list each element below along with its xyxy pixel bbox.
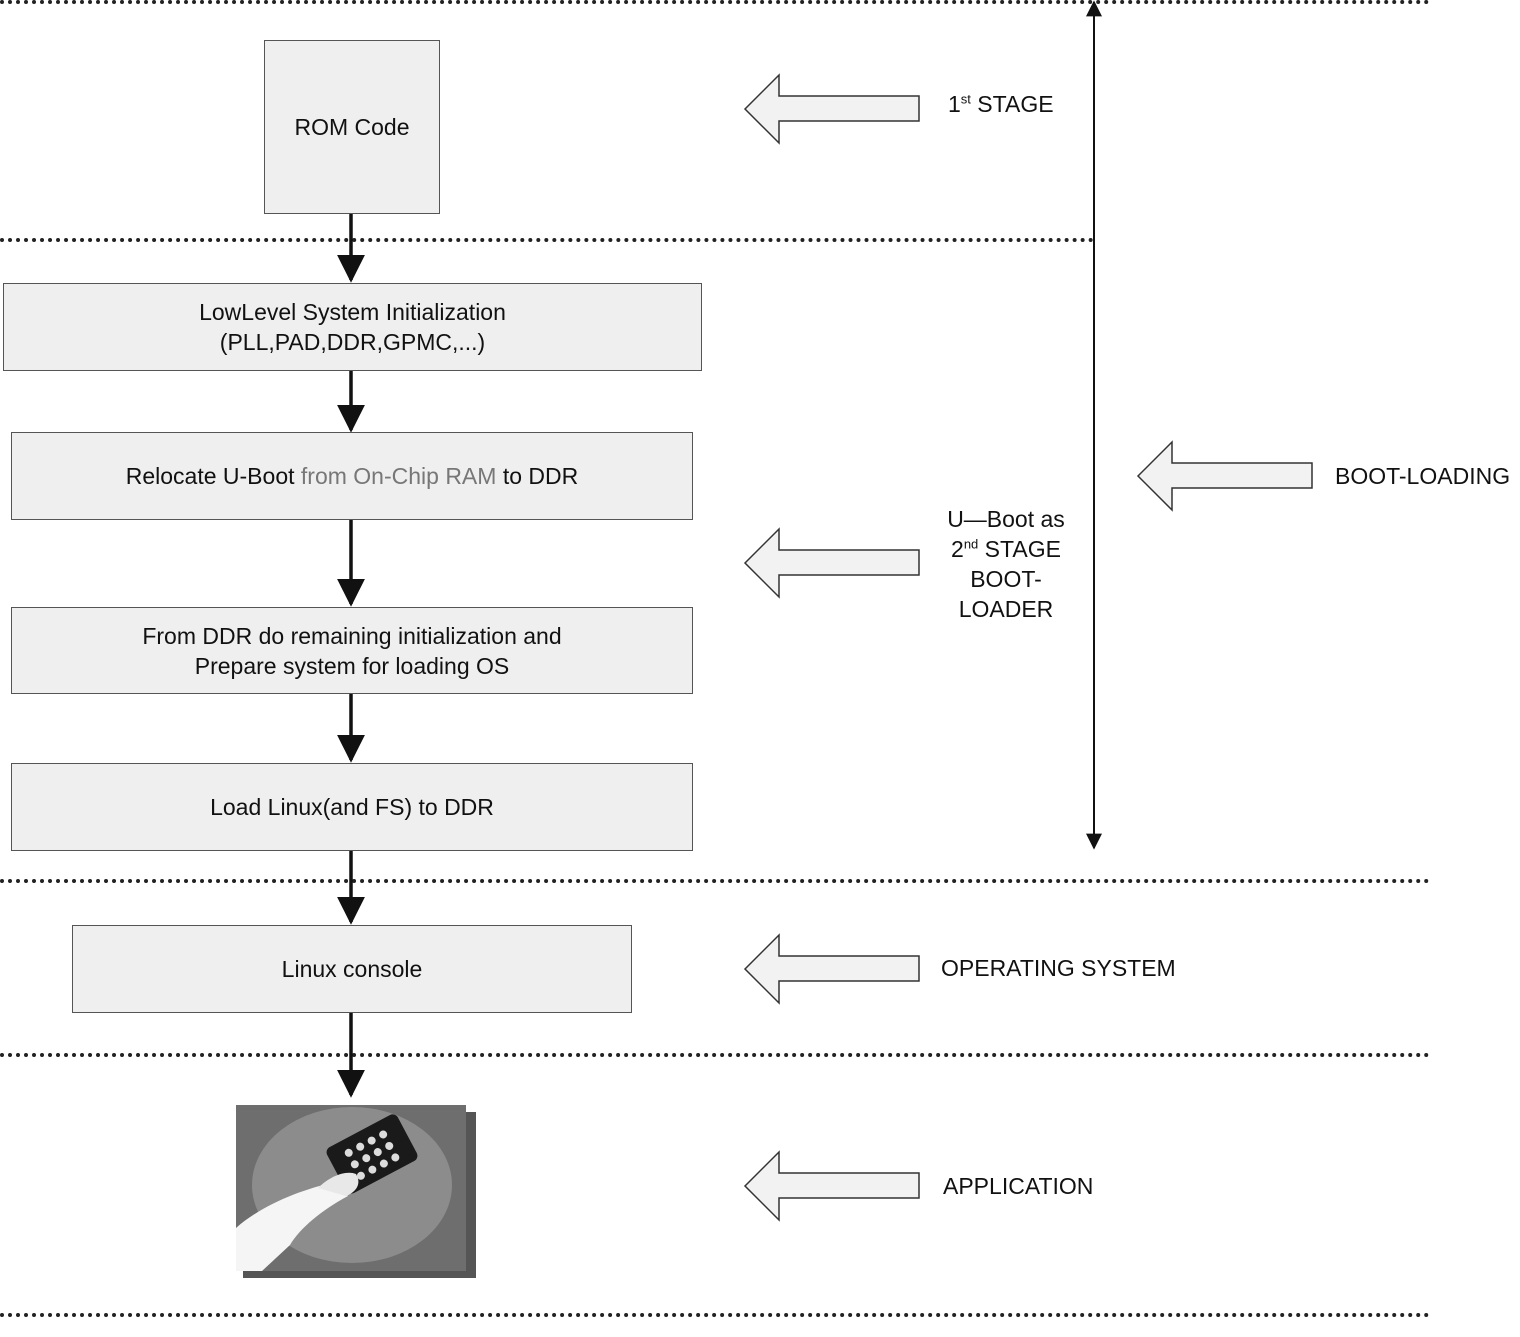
stage1-text: STAGE — [970, 91, 1054, 117]
remaining-init-line1: From DDR do remaining initialization and — [142, 622, 562, 649]
block-arrow-application — [743, 1150, 920, 1222]
application-label: APPLICATION — [943, 1173, 1094, 1199]
lowlevel-init-line2: (PLL,PAD,DDR,GPMC,...) — [219, 329, 486, 355]
block-arrow-boot-loading — [1136, 440, 1313, 512]
stage1-label: 1st STAGE — [948, 89, 1054, 119]
uboot-line1: U—Boot as — [947, 506, 1065, 532]
linux-console-label: Linux console — [281, 956, 423, 982]
block-arrow-stage1 — [743, 73, 920, 145]
block-arrow-uboot — [743, 527, 920, 599]
uboot-stage2-label: U—Boot as 2nd STAGE BOOT- LOADER — [930, 504, 1082, 624]
relocate-uboot-label: Relocate U-Boot from On-Chip RAM to DDR — [126, 461, 578, 491]
stage1-suffix: st — [960, 91, 971, 107]
uboot-line2-suffix: nd — [963, 536, 979, 552]
boot-loading-label: BOOT-LOADING — [1335, 463, 1511, 489]
relocate-uboot-text-start: Relocate U-Boot — [125, 463, 301, 489]
load-linux-label: Load Linux(and FS) to DDR — [210, 794, 494, 820]
uboot-line2: 2nd STAGE — [930, 534, 1082, 564]
stage1-number: 1 — [948, 91, 961, 117]
rom-code-box: ROM Code — [264, 40, 440, 214]
uboot-line2-number: 2 — [951, 536, 964, 562]
lowlevel-init-box: LowLevel System Initialization (PLL,PAD,… — [3, 283, 702, 371]
relocate-uboot-text-end: to DDR — [496, 463, 579, 489]
hand-holding-phone-icon — [236, 1105, 476, 1278]
separator-app — [0, 1053, 1430, 1057]
uboot-line4: LOADER — [958, 596, 1054, 622]
separator-top — [0, 0, 1430, 4]
remaining-init-line2: Prepare system for loading OS — [194, 652, 510, 679]
block-arrow-os — [743, 933, 920, 1005]
relocate-uboot-box: Relocate U-Boot from On-Chip RAM to DDR — [11, 432, 693, 520]
lowlevel-init-line1: LowLevel System Initialization — [199, 299, 506, 325]
rom-code-label: ROM Code — [294, 114, 410, 140]
uboot-line3: BOOT- — [970, 566, 1042, 592]
separator-bottom — [0, 1313, 1430, 1317]
relocate-uboot-text-source: from On-Chip RAM — [300, 463, 497, 489]
uboot-line2-text: STAGE — [978, 536, 1061, 562]
linux-console-box: Linux console — [72, 925, 632, 1013]
load-linux-box: Load Linux(and FS) to DDR — [11, 763, 693, 851]
remaining-init-box: From DDR do remaining initialization and… — [11, 607, 693, 694]
separator-os — [0, 879, 1430, 883]
operating-system-label: OPERATING SYSTEM — [941, 955, 1176, 981]
separator-stage1 — [0, 238, 1094, 242]
